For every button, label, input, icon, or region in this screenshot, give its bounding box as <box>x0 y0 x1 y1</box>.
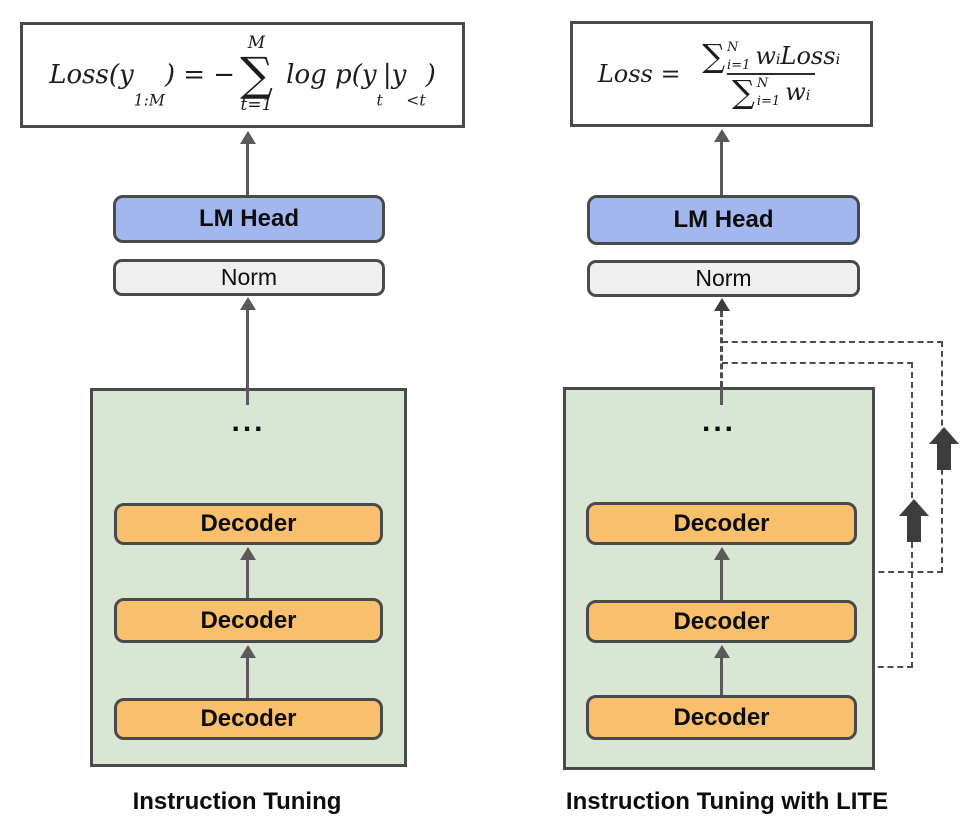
sigma-glyph: ∑ <box>732 73 755 111</box>
up-arrow-head-icon <box>714 129 730 142</box>
decoder-label: Decoder <box>673 607 770 635</box>
decoder-label: Decoder <box>673 703 770 731</box>
decoder-label: Decoder <box>673 509 770 537</box>
norm-label: Norm <box>695 265 752 291</box>
norm-block-left: Norm <box>113 259 385 296</box>
panel-caption-left: Instruction Tuning <box>132 788 342 815</box>
up-arrow-head-icon <box>240 297 256 310</box>
arrow-line <box>246 559 249 598</box>
decoder-block-left-bottom: Decoder <box>114 698 383 740</box>
formula-body: w <box>785 78 806 106</box>
lm-head-block-right: LM Head <box>587 195 860 245</box>
decoder-label: Decoder <box>200 705 297 732</box>
sum-lower-limit: i=1 <box>756 94 781 109</box>
lm-head-block-left: LM Head <box>113 195 385 243</box>
decoder-block-left-top: Decoder <box>114 503 383 545</box>
dashed-arrow-line <box>720 311 723 387</box>
decoder-label: Decoder <box>200 510 297 537</box>
formula-lhs: Loss = <box>597 60 689 88</box>
sigma-glyph: ∑ <box>240 47 273 102</box>
arrow-line <box>720 559 723 600</box>
sum-limits: N i=1 <box>727 40 750 72</box>
decoder-block-right-bottom: Decoder <box>586 695 857 740</box>
sum-limits: N i=1 <box>757 76 780 108</box>
block-up-arrow-icon-outer <box>929 427 959 470</box>
sigma-glyph: ∑ <box>702 37 726 75</box>
formula-sub: i <box>805 87 811 104</box>
up-arrow-head-icon <box>714 298 730 311</box>
formula-body: log p(y <box>277 60 377 90</box>
lm-head-label: LM Head <box>673 206 774 233</box>
formula-lhs: Loss(y <box>49 60 134 90</box>
panel-caption-right: Instruction Tuning with LITE <box>565 788 889 815</box>
sum-upper-limit: N <box>727 40 739 55</box>
arrow-line <box>246 143 249 195</box>
lm-head-label: LM Head <box>198 205 299 232</box>
arrow-stub <box>720 387 723 405</box>
decoder-block-right-top: Decoder <box>586 502 857 545</box>
more-layers-ellipsis-left: ... <box>231 405 266 438</box>
up-arrow-head-icon <box>240 547 256 560</box>
formula-body: Loss <box>780 42 836 70</box>
arrow-line <box>720 141 723 195</box>
formula-body: ) <box>425 60 436 90</box>
formula-sub: 1:M <box>133 91 165 110</box>
norm-label: Norm <box>220 264 278 290</box>
formula-body: w <box>755 42 776 70</box>
sum-lower-limit: t=1 <box>240 94 273 115</box>
decoder-block-right-middle: Decoder <box>586 600 857 643</box>
arrow-line <box>246 657 249 698</box>
sum-upper-limit: M <box>247 33 266 54</box>
formula-equals: ) = − <box>164 60 236 90</box>
up-arrow-head-icon <box>714 547 730 560</box>
arrow-line <box>246 309 249 388</box>
arrow-stub <box>246 388 249 405</box>
block-up-arrow-icon-inner <box>899 499 929 542</box>
decoder-label: Decoder <box>200 606 297 634</box>
arrow-line <box>720 657 723 695</box>
up-arrow-head-icon <box>240 131 256 144</box>
formula-sub: i <box>775 51 781 68</box>
norm-block-right: Norm <box>587 260 860 297</box>
formula-sub: <t <box>406 91 426 110</box>
decoder-block-left-middle: Decoder <box>114 598 383 643</box>
formula-sub: t <box>376 91 383 110</box>
sum-lower-limit: i=1 <box>727 58 751 73</box>
formula-sub: i <box>835 51 841 68</box>
up-arrow-head-icon <box>714 645 730 658</box>
formula-body: |y <box>382 60 407 90</box>
sum-upper-limit: N <box>756 76 769 91</box>
summation-symbol: M ∑ t=1 <box>240 33 273 115</box>
up-arrow-head-icon <box>240 645 256 658</box>
more-layers-ellipsis-right: ... <box>701 405 736 438</box>
